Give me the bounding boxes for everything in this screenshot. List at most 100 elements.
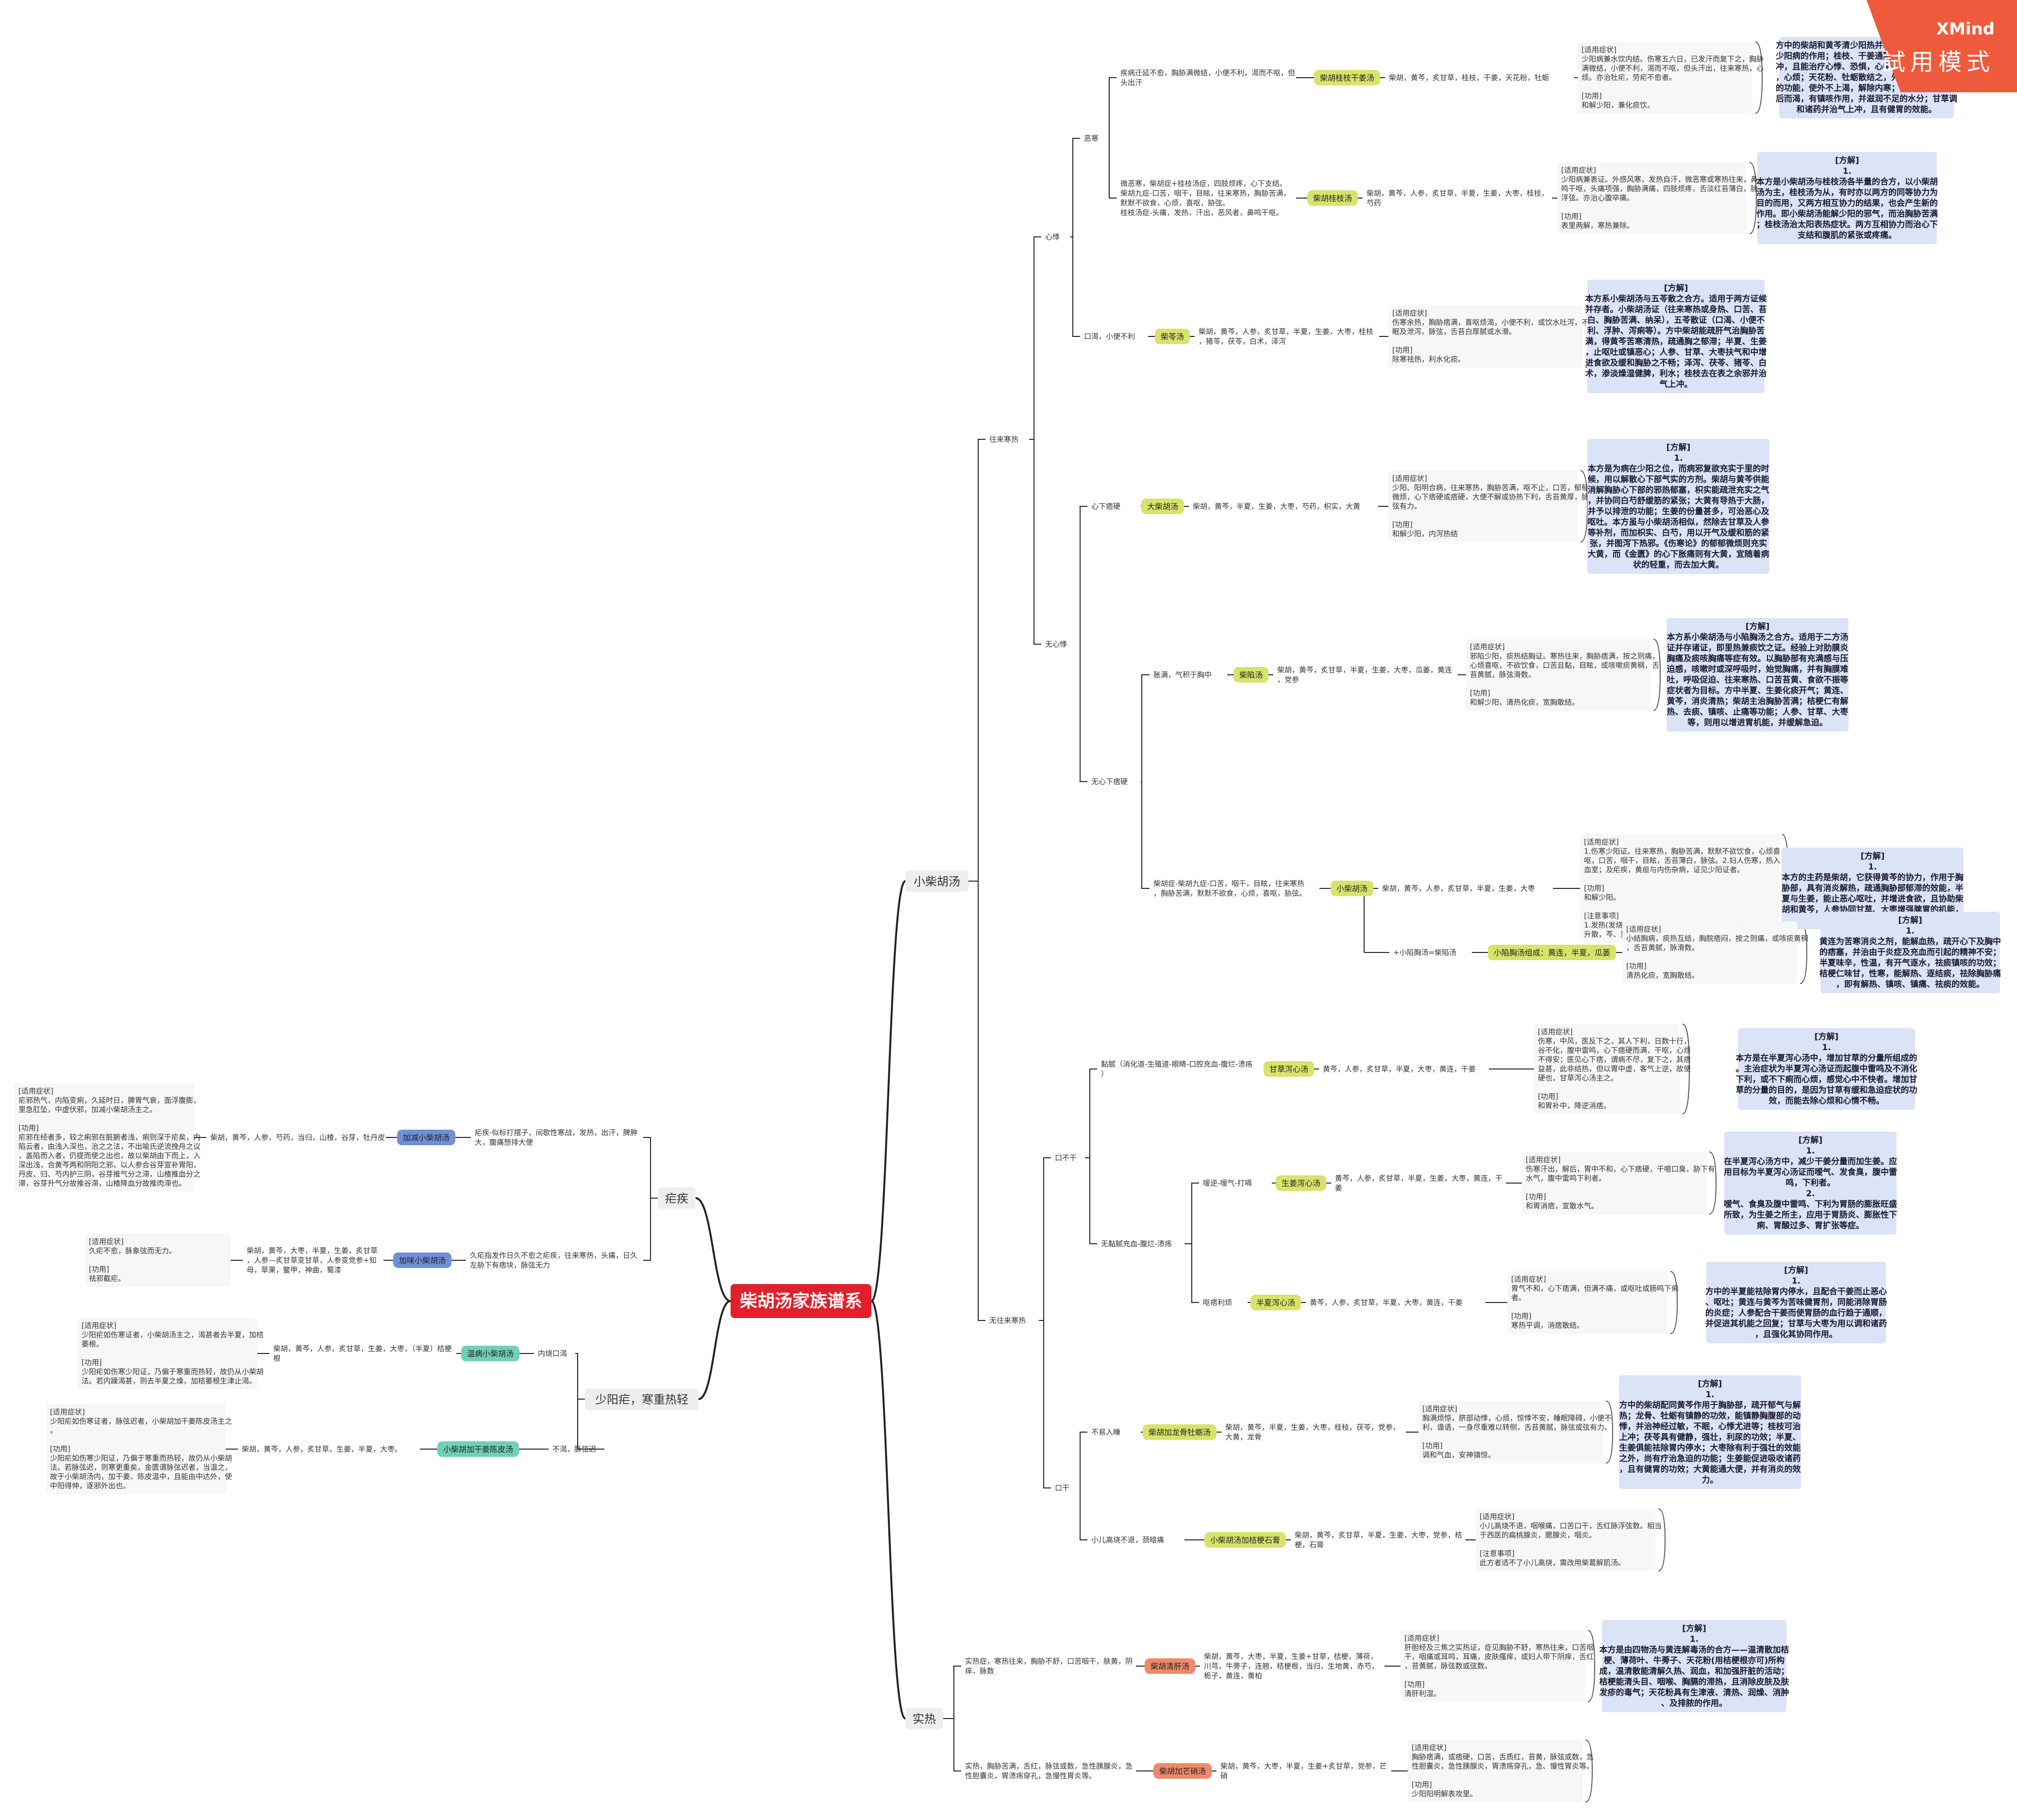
node-ewu[interactable]: 恶寒 bbox=[1084, 134, 1099, 143]
formula-pill18[interactable]: 小柴胡加干姜陈皮汤 bbox=[437, 1441, 519, 1457]
node-sym1[interactable]: 疾病迁延不愈，胸胁满微结，小便不利，渴而不呕，但头出汗 bbox=[1120, 68, 1295, 87]
node-note13[interactable]: [适用症状]肝胆经及三焦之实热证，症见胸胁不舒，寒热往来，口苦咽干，咽痛或耳鸣，… bbox=[1400, 1630, 1594, 1702]
node-xiaoer[interactable]: 小儿高烧不退，颈暗痛 bbox=[1091, 1536, 1164, 1544]
node-ing3[interactable]: 柴胡，黄芩，人参，炙甘草，半夏，生姜，大枣，桂枝，猪苓，茯苓，白术，泽泻 bbox=[1199, 327, 1373, 346]
formula-pill5[interactable]: 柴陷汤 bbox=[1234, 667, 1268, 683]
formula-pill12[interactable]: 小柴胡汤加桔梗石膏 bbox=[1204, 1532, 1286, 1548]
node-note2[interactable]: [适用症状]少阳病兼表证。外感风寒，发热自汗，微恶寒或寒热往来，鼻鸣干呕，头痛项… bbox=[1557, 162, 1758, 234]
node-ing11[interactable]: 柴胡，黄芩，半夏，生姜，大枣，桂枝，茯苓，党参，大黄，龙骨 bbox=[1225, 1423, 1400, 1441]
node-oupi[interactable]: 呕痞利烦 bbox=[1203, 1298, 1232, 1307]
node-note15[interactable]: [适用症状]疟邪热气，内陷变痢，久延时日，脾胃气衰，面浮腹膨，里急肛坠，中虚伏邪… bbox=[15, 1083, 200, 1192]
node-ing15[interactable]: 柴胡，黄芩，人参，芍药，当归，山楂，谷芽，牡丹皮 bbox=[210, 1133, 385, 1142]
node-expl8[interactable]: [方解]1.本方是在半夏泻心汤中，增加甘草的分量所组成的。主治症状为半夏泻心汤证… bbox=[1736, 1028, 1917, 1110]
node-note9[interactable]: [适用症状]伤寒汗出，解后，胃中不和，心下痞硬，干噫口臭，胁下有水气，腹中雷鸣下… bbox=[1522, 1152, 1715, 1214]
node-wuxinxiapiying[interactable]: 无心下痞硬 bbox=[1091, 777, 1128, 786]
node-note10[interactable]: [适用症状]胃气不和，心下痞满，但满不痛，或呕吐或肠鸣下痢者。 [功用]寒热平调… bbox=[1507, 1271, 1679, 1334]
node-note12[interactable]: [适用症状]小儿高烧不退，咽喉痛，口苦口干，舌红脉浮弦数。相当于西医的扁桃腺炎，… bbox=[1476, 1509, 1662, 1571]
node-kougan[interactable]: 口干 bbox=[1055, 1484, 1069, 1492]
node-shire2[interactable]: 实热，胸胁苦满，舌红，脉弦或数，急性胰腺炎，急性胆囊炎，胃溃疡穿孔，急慢性胃炎等… bbox=[965, 1762, 1133, 1780]
node-text: 黄芩，人参，炙甘草，半夏，生姜，大枣，黄连，干姜 bbox=[1335, 1174, 1502, 1192]
node-ing5[interactable]: 柴胡，黄芩，炙甘草，半夏，生姜，大枣，瓜蒌，黄连，党参 bbox=[1277, 666, 1452, 684]
node-expl11[interactable]: [方解]1.方中的柴胡配同黄芩作用于胸胁部，疏开郁气与解热；龙骨、牡蛎有镇静的功… bbox=[1619, 1375, 1801, 1489]
branch-0[interactable]: 小柴胡汤 bbox=[905, 870, 968, 892]
node-note5[interactable]: [适用症状]邪陷少阳，痰热结胸证。寒热往来，胸胁痞满，按之则痛，心烦喜呕，不欲饮… bbox=[1466, 639, 1659, 711]
node-wuxinji[interactable]: 无心悸 bbox=[1045, 640, 1067, 649]
node-text: 不渴，脉弦迟 bbox=[552, 1445, 596, 1453]
node-xiongman[interactable]: 胀满，气积于胸中 bbox=[1153, 670, 1212, 679]
node-note6[interactable]: [适用症状]1.伤寒少阳证。往来寒热，胸胁苦满，默默不欲饮食，心烦喜呕，口苦，咽… bbox=[1580, 834, 1780, 943]
node-note18[interactable]: [适用症状]少阳疟如伤寒证者，脉弦迟者，小柴胡加干姜陈皮汤主之。 [功用]少阳疟… bbox=[46, 1404, 232, 1494]
node-ing16[interactable]: 柴胡，黄芩，大枣，半夏，生姜，炙甘草，人参—炙甘草变甘草，人参变党参+知母，草果… bbox=[247, 1246, 378, 1274]
node-ing13[interactable]: 柴胡，黄芩，大枣，半夏，生姜+甘草，桔梗，薄荷，川芎，牛蒡子，连翘，桔梗根，当归… bbox=[1204, 1652, 1379, 1680]
node-jiuchuan[interactable]: 久疟指发作日久不愈之疟疾，往来寒热，头痛，日久左胁下有痞块，脉弦无力 bbox=[470, 1251, 637, 1269]
node-ing2[interactable]: 柴胡，黄芩，人参，炙甘草，半夏，生姜，大枣，桂枝，芍药 bbox=[1367, 189, 1549, 207]
node-ing4[interactable]: 柴胡，黄芩，半夏，生姜，大枣，芍药，枳实，大黄 bbox=[1193, 502, 1360, 511]
node-ing17[interactable]: 柴胡，黄芩，人参，炙甘草，生姜，大枣，（半夏）桔梗根 bbox=[273, 1344, 452, 1363]
node-neiliu[interactable]: 内烧口渴 bbox=[538, 1349, 567, 1358]
node-wunian[interactable]: 无黏腻充血-腹烂-溃疡 bbox=[1101, 1239, 1172, 1248]
node-ing10[interactable]: 黄芩，人参，炙甘草，半夏，大枣，黄连，干姜 bbox=[1310, 1298, 1463, 1307]
node-expl10[interactable]: [方解]1.方中的半夏能祛除胃内停水，且配合干姜而止恶心、呕吐；黄连与黄芩为苦味… bbox=[1705, 1262, 1887, 1343]
node-note14[interactable]: [适用症状]胸胁痞满，或痞硬，口苦，舌质红，苔黄，脉弦或数，急性胆囊炎，急性胰腺… bbox=[1408, 1740, 1594, 1802]
node-wuwanglai[interactable]: 无往来寒热 bbox=[989, 1316, 1026, 1325]
node-note8[interactable]: [适用症状]伤寒，中风，医反下之，其人下利，日数十行，谷不化，腹中雷鸣，心下痞硬… bbox=[1534, 1024, 1691, 1114]
formula-pill14[interactable]: 柴胡加芒硝汤 bbox=[1153, 1763, 1212, 1779]
node-sym2[interactable]: 微恶寒，柴胡症+桂枝汤症，四肢烦疼，心下支结。柴胡九症-口苦，咽干，目眩，往来寒… bbox=[1120, 179, 1290, 217]
node-xinxiapiying[interactable]: 心下痞硬 bbox=[1091, 502, 1120, 511]
node-ing8[interactable]: 黄芩，人参，炙甘草，半夏，大枣，黄连，干姜 bbox=[1323, 1065, 1476, 1073]
trial-mode-label: 試用模式 bbox=[1882, 49, 1995, 76]
node-ing1[interactable]: 柴胡，黄芩，炙甘草，桂枝，干姜，天花粉，牡蛎 bbox=[1389, 73, 1549, 82]
node-expl4[interactable]: [方解]1.本方是为病在少阳之位，而病邪复欲充实于里的时候，用以解散心下部气实的… bbox=[1587, 439, 1769, 574]
root-topic[interactable]: 柴胡汤家族谱系 bbox=[731, 1284, 871, 1318]
formula-pill13[interactable]: 柴胡清肝汤 bbox=[1145, 1658, 1195, 1674]
formula-pill2[interactable]: 柴胡桂枝汤 bbox=[1307, 190, 1358, 206]
node-text: 柴胡，黄芩，炙甘草，桂枝，干姜，天花粉，牡蛎 bbox=[1389, 73, 1549, 82]
node-ing12[interactable]: 柴胡，黄芩，炙甘草，半夏，生姜，大枣，党参，桔梗，石膏 bbox=[1295, 1531, 1462, 1549]
formula-pill17[interactable]: 温病小柴胡汤 bbox=[461, 1346, 519, 1361]
node-aiqi[interactable]: 嗳逆-嗳气-打嗝 bbox=[1203, 1179, 1252, 1187]
formula-pill7[interactable]: 小陷胸汤组成：黄连，半夏，瓜蒌 bbox=[1488, 945, 1616, 960]
formula-pill16[interactable]: 加味小柴胡汤 bbox=[393, 1252, 451, 1268]
formula-pill15[interactable]: 加减小柴胡汤 bbox=[397, 1130, 455, 1145]
node-xinji[interactable]: 心悸 bbox=[1045, 233, 1060, 241]
node-koubugan[interactable]: 口不干 bbox=[1055, 1153, 1077, 1162]
formula-pill8[interactable]: 甘草泻心汤 bbox=[1264, 1061, 1314, 1077]
node-burushui[interactable]: 不易入睡 bbox=[1091, 1428, 1120, 1436]
formula-pill10[interactable]: 半夏泻心汤 bbox=[1250, 1295, 1301, 1310]
branch-3[interactable]: 少阳疟，寒重热轻 bbox=[585, 1388, 699, 1410]
node-expl9[interactable]: [方解]1.在半夏泻心汤方中，减少干姜分量而加生姜。应用目标为半夏泻心汤证而嗳气… bbox=[1724, 1132, 1897, 1235]
formula-pill6[interactable]: 小柴胡汤 bbox=[1331, 881, 1373, 896]
node-ing18[interactable]: 柴胡，黄芩，人参，炙甘草，生姜，半夏，大枣。 bbox=[242, 1445, 402, 1453]
node-note16[interactable]: [适用症状]久疟不愈，脉象弦而无力。 [功用]祛邪截疟。 bbox=[85, 1234, 231, 1287]
node-shire1[interactable]: 实热症，寒热往来，胸胁不舒，口苦咽干，肤黄，阴痒，脉数 bbox=[965, 1657, 1133, 1675]
formula-pill11[interactable]: 柴胡加龙骨牡蛎汤 bbox=[1143, 1424, 1217, 1440]
node-ing6[interactable]: 柴胡，黄芩，人参，炙甘草，半夏，生姜，大枣 bbox=[1382, 884, 1535, 893]
node-note1[interactable]: [适用症状]少阳病兼水饮内结。伤寒五六日，已发汗而复下之，胸胁满微结，小便不利，… bbox=[1578, 42, 1764, 114]
node-expl7[interactable]: [方解]1.黄连为苦寒消炎之剂，能解血热，疏开心下及胸中的痞塞，并治由于炎症及充… bbox=[1819, 912, 2001, 993]
node-note11[interactable]: [适用症状]胸满烦惊，脐部动悸，心烦，惊悸不安，睡眠障碍，小便不利，谵语，一身尽… bbox=[1418, 1401, 1612, 1463]
node-expl3[interactable]: [方解]本方系小柴胡汤与五苓散之合方。适用于两方证候并存者。小柴胡汤证（往来寒热… bbox=[1585, 280, 1767, 393]
node-ing14[interactable]: 柴胡，黄芩，大枣，半夏，生姜+炙甘草，党参，芒硝 bbox=[1220, 1762, 1387, 1780]
node-xiaoxianxiong[interactable]: +小陷胸汤=柴陷汤 bbox=[1393, 948, 1456, 957]
node-expl2[interactable]: [方解]1.本方是小柴胡汤与桂枝汤各半量的合方，以小柴胡汤为主，桂枝汤为从，有时… bbox=[1756, 152, 1938, 244]
formula-pill1[interactable]: 柴胡桂枝干姜汤 bbox=[1314, 70, 1380, 85]
formula-pill9[interactable]: 生姜泻心汤 bbox=[1276, 1175, 1326, 1191]
branch-2[interactable]: 疟疾 bbox=[658, 1187, 696, 1209]
node-sym6[interactable]: 柴胡症-柴胡九症-口苦，咽干，目眩，往来寒热，胸胁苦满，默默不欲食，心烦，喜呕，… bbox=[1153, 879, 1306, 898]
branch-1[interactable]: 实热 bbox=[905, 1708, 943, 1729]
formula-pill4[interactable]: 大柴胡汤 bbox=[1141, 499, 1184, 514]
node-nuezheng[interactable]: 疟疾-似标打摆子，间歇性寒战，发热，出汗，脾肿大，腹痛想排大便 bbox=[475, 1128, 637, 1147]
node-wanglai[interactable]: 往来寒热 bbox=[989, 435, 1018, 444]
node-expl13[interactable]: [方解]1.本方是由四物汤与黄连解毒汤的合方——温清散加桔梗、薄荷叶、牛蒡子、天… bbox=[1599, 1620, 1790, 1712]
node-text: 不易入睡 bbox=[1091, 1428, 1120, 1436]
formula-pill3[interactable]: 柴苓汤 bbox=[1155, 329, 1190, 344]
node-note4[interactable]: [适用症状]少阳、阳明合病，往来寒热，胸胁苦满，呕不止，口苦，郁郁微烦，心下痞硬… bbox=[1388, 470, 1589, 542]
node-note3[interactable]: [适用症状]伤寒余热，胸胁痞满，喜呕烦渴，小便不利，或饮水吐泻，不得眠及泄泻。脉… bbox=[1388, 305, 1596, 367]
node-kouke[interactable]: 口渴，小便不利 bbox=[1084, 332, 1135, 341]
node-expl5[interactable]: [方解]本方系小柴胡汤与小陷胸汤之合方。适用于二方汤证并存诸证，即里热兼痰饮之证… bbox=[1667, 618, 1849, 732]
node-nian[interactable]: 黏腻（消化道-生殖道-眼睛-口腔充血-腹烂-溃疡） bbox=[1101, 1060, 1252, 1078]
node-note7[interactable]: [适用症状]小结胸病，痰热互结，胸脘痞闷，按之则痛，或咳痰黄稠，舌苔黄腻，脉滑数… bbox=[1622, 921, 1808, 984]
node-note17[interactable]: [适用症状]少阳疟如伤寒证者，小柴胡汤主之，渴甚者去半夏，加桔萎根。 [功用]少… bbox=[78, 1318, 264, 1389]
node-buke[interactable]: 不渴，脉弦迟 bbox=[552, 1445, 596, 1453]
node-ing9[interactable]: 黄芩，人参，炙甘草，半夏，生姜，大枣，黄连，干姜 bbox=[1335, 1174, 1502, 1192]
